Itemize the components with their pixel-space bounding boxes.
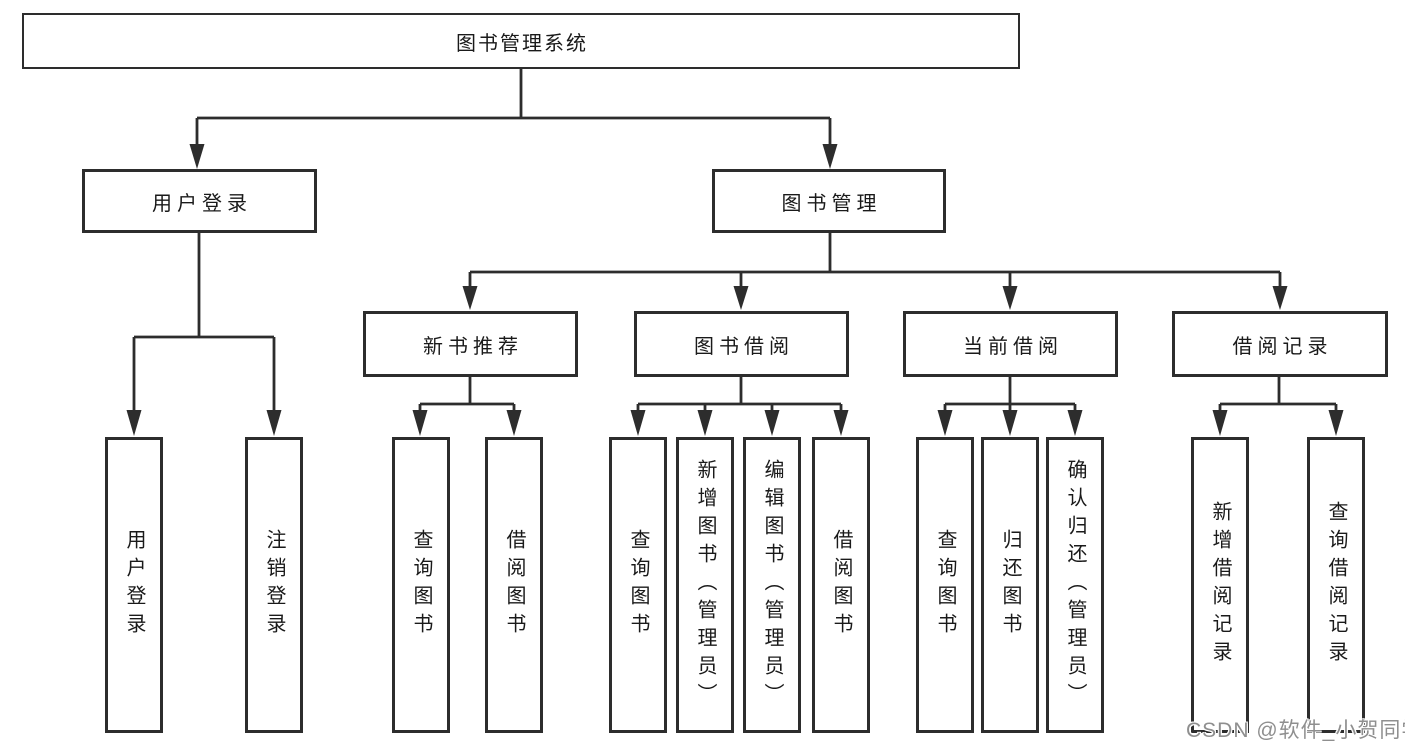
node-label: 查询图书 — [410, 529, 432, 641]
csdn-watermark: CSDN @软件_小贺同学 — [1186, 719, 1405, 742]
node-label: 当前借阅 — [963, 335, 1063, 358]
node-label: 借阅记录 — [1232, 335, 1333, 358]
node-label: 归还图书 — [999, 529, 1021, 641]
node-label: 查询图书 — [934, 529, 956, 641]
node-borrow-records: 借阅记录 — [1172, 311, 1388, 377]
node-leaf-borrow-book-recommend: 借阅图书 — [485, 437, 543, 733]
node-label: 借阅图书 — [830, 529, 852, 641]
node-label: 注销登录 — [263, 529, 285, 641]
node-leaf-add-book-admin: 新增图书（管理员） — [676, 437, 734, 733]
node-label: 图书管理系统 — [456, 32, 588, 55]
connector-user-login-children — [126, 233, 282, 436]
node-label: 图书管理 — [781, 192, 882, 215]
node-label: 确认归还（管理员） — [1064, 459, 1086, 711]
connector-root-to-level2 — [189, 69, 838, 169]
node-current-borrow: 当前借阅 — [903, 311, 1118, 377]
node-root-library-system: 图书管理系统 — [22, 13, 1020, 69]
node-user-login: 用户登录 — [82, 169, 317, 233]
node-label: 查询借阅记录 — [1325, 501, 1347, 669]
node-leaf-add-borrow-record: 新增借阅记录 — [1191, 437, 1249, 733]
connector-current-borrow-children — [937, 377, 1083, 436]
node-leaf-query-borrow-record: 查询借阅记录 — [1307, 437, 1365, 733]
node-leaf-query-book-current: 查询图书 — [916, 437, 974, 733]
node-label: 查询图书 — [627, 529, 649, 641]
node-label: 用户登录 — [123, 529, 145, 641]
node-leaf-confirm-return-admin: 确认归还（管理员） — [1046, 437, 1104, 733]
node-leaf-query-book-borrow: 查询图书 — [609, 437, 667, 733]
node-new-book-recommend: 新书推荐 — [363, 311, 578, 377]
connector-book-borrow-children — [630, 377, 849, 436]
node-leaf-logout: 注销登录 — [245, 437, 303, 733]
connector-new-book-recommend-children — [412, 377, 522, 436]
node-leaf-login: 用户登录 — [105, 437, 163, 733]
node-label: 借阅图书 — [503, 529, 525, 641]
node-label: 编辑图书（管理员） — [761, 459, 783, 711]
node-book-management: 图书管理 — [712, 169, 946, 233]
node-leaf-borrow-book: 借阅图书 — [812, 437, 870, 733]
node-label: 图书借阅 — [694, 335, 794, 358]
node-label: 新增借阅记录 — [1209, 501, 1231, 669]
node-label: 用户登录 — [152, 192, 252, 215]
connector-borrow-records-children — [1212, 377, 1344, 436]
node-leaf-query-book-recommend: 查询图书 — [392, 437, 450, 733]
node-label: 新书推荐 — [423, 335, 523, 358]
connector-book-management-children — [462, 233, 1288, 310]
node-book-borrow: 图书借阅 — [634, 311, 849, 377]
node-leaf-edit-book-admin: 编辑图书（管理员） — [743, 437, 801, 733]
node-label: 新增图书（管理员） — [694, 459, 716, 711]
node-leaf-return-book: 归还图书 — [981, 437, 1039, 733]
